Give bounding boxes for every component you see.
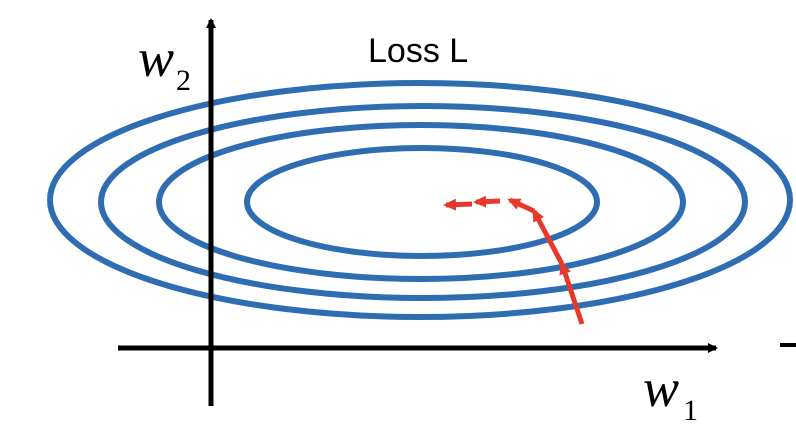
contour-ring-3: [98, 103, 748, 301]
x-axis-label: w 1: [643, 358, 698, 427]
y-axis-variable: w: [138, 28, 174, 88]
contour-ring-outer: [47, 80, 793, 320]
descent-trajectory: [443, 195, 585, 325]
loss-contours: [47, 80, 793, 320]
contour-ring-inner: [244, 145, 600, 259]
diagram-title: Loss L: [368, 32, 468, 70]
y-axis-subscript: 2: [176, 64, 191, 97]
x-axis-subscript: 1: [683, 394, 698, 427]
axes: [118, 18, 718, 406]
step-arrow-3: [507, 197, 536, 214]
step-arrow-2: [531, 208, 565, 266]
step-arrow-1: [559, 261, 585, 325]
step-arrow-4: [473, 195, 501, 208]
x-axis-variable: w: [643, 358, 679, 418]
step-arrow-5: [443, 198, 473, 211]
y-axis-label: w 2: [138, 28, 191, 97]
contour-ring-2: [156, 122, 686, 282]
